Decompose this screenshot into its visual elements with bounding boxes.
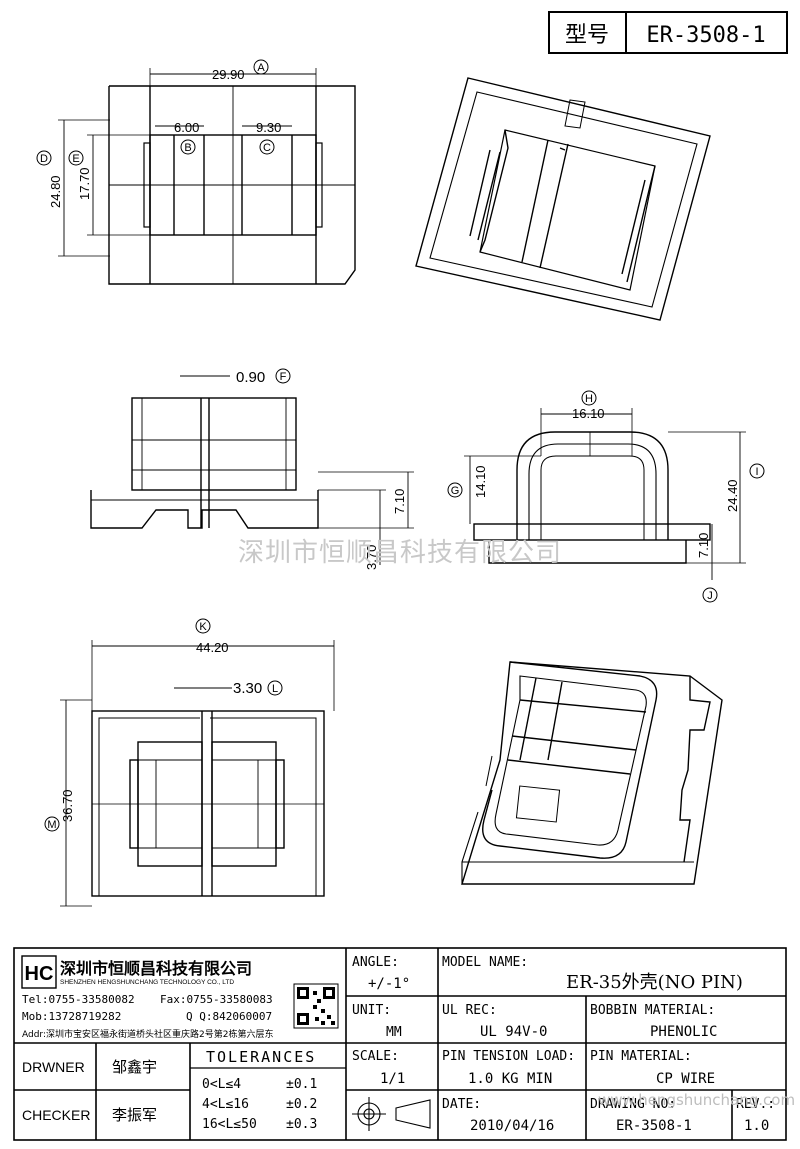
dim-J: 7.10 — [696, 533, 711, 558]
dimension-values: 29.90 6.00 9.30 24.80 17.70 0.90 7.10 3.… — [48, 67, 740, 822]
projection-symbol — [352, 1097, 431, 1131]
dim-L: 3.30 — [233, 680, 262, 697]
model-header-box: 型号 ER-3508-1 — [548, 11, 788, 54]
dim-E: 17.70 — [77, 167, 92, 200]
isometric-view-bottom — [461, 661, 723, 885]
pin-tension-value: 1.0 KG MIN — [468, 1071, 552, 1087]
callout-K: K — [199, 621, 207, 633]
isometric-view-top — [415, 77, 711, 321]
checker-value: 李振军 — [112, 1106, 157, 1124]
company-qq: Q Q:842060007 — [186, 1010, 272, 1023]
company-address: Addr:深圳市宝安区福永街道桥头社区重庆路2号第2栋第六层东 — [22, 1028, 273, 1040]
company-logo: HC — [21, 955, 57, 989]
pin-tension-label: PIN TENSION LOAD: — [442, 1049, 575, 1064]
company-name-en: SHENZHEN HENGSHUNCHANG TECHNOLOGY CO., L… — [60, 979, 234, 986]
tol-range-3: 16<L≤50 — [202, 1117, 257, 1132]
bobbin-label: BOBBIN MATERIAL: — [590, 1003, 715, 1018]
company-name-cn: 深圳市恒顺昌科技有限公司 — [60, 959, 252, 978]
callouts: A B C D E F G H I J K L M — [36, 59, 765, 832]
callout-H: H — [585, 393, 593, 405]
ul-label: UL REC: — [442, 1003, 497, 1018]
angle-label: ANGLE: — [352, 955, 399, 970]
date-label: DATE: — [442, 1097, 481, 1112]
tol-range-2: 4<L≤16 — [202, 1097, 249, 1112]
front-view — [464, 408, 746, 580]
model-name-value: ER-35外壳(NO PIN) — [566, 972, 743, 993]
pin-material-value: CP WIRE — [656, 1071, 715, 1087]
qr-code — [293, 983, 339, 1029]
tol-value-1: ±0.1 — [286, 1077, 317, 1092]
tol-value-3: ±0.3 — [286, 1117, 317, 1132]
callout-E: E — [72, 153, 79, 165]
watermark-url: www.hengshunchang.com — [598, 1091, 796, 1109]
bottom-view — [60, 640, 335, 907]
callout-D: D — [40, 153, 48, 165]
callout-F: F — [280, 371, 287, 383]
top-view — [58, 68, 356, 285]
dim-B: 6.00 — [174, 120, 199, 135]
dim-A: 29.90 — [212, 67, 245, 82]
rev-label: REV.: — [736, 1097, 775, 1112]
model-value: ER-3508-1 — [646, 23, 765, 48]
dim-K: 44.20 — [196, 640, 229, 655]
dim-F: 0.90 — [236, 369, 265, 386]
drawing-no-value: ER-3508-1 — [616, 1118, 692, 1134]
model-label: 型号 — [565, 23, 609, 48]
tol-range-1: 0<L≤4 — [202, 1077, 241, 1092]
scale-value: 1/1 — [380, 1071, 405, 1087]
unit-value: MM — [386, 1025, 402, 1040]
dim-I: 24.40 — [725, 479, 740, 512]
watermark: 深圳市恒顺昌科技有限公司 — [237, 538, 562, 568]
dim-D: 24.80 — [48, 175, 63, 208]
checker-label: CHECKER — [22, 1107, 90, 1123]
dim-side-h2: 3.70 — [364, 545, 379, 570]
angle-value: +/-1° — [368, 976, 410, 992]
drawer-value: 邹鑫宇 — [112, 1058, 157, 1076]
date-value: 2010/04/16 — [470, 1118, 554, 1134]
model-name-label: MODEL NAME: — [442, 955, 528, 970]
pin-material-label: PIN MATERIAL: — [590, 1049, 692, 1064]
bobbin-value: PHENOLIC — [650, 1024, 717, 1040]
callout-G: G — [451, 485, 460, 497]
title-block-text: 深圳市恒顺昌科技有限公司 SHENZHEN HENGSHUNCHANG TECH… — [22, 955, 775, 1134]
svg-text:HC: HC — [25, 963, 54, 985]
callout-A: A — [257, 62, 265, 74]
callout-C: C — [263, 142, 271, 154]
unit-label: UNIT: — [352, 1003, 391, 1018]
callout-J: J — [707, 590, 713, 602]
company-tel: Tel:0755-33580082 — [22, 993, 135, 1006]
dim-H: 16.10 — [572, 406, 605, 421]
dim-M: 36.70 — [60, 789, 75, 822]
company-fax: Fax:0755-33580083 — [160, 993, 273, 1006]
tolerances-label: TOLERANCES — [206, 1048, 316, 1066]
dim-C: 9.30 — [256, 120, 281, 135]
callout-I: I — [755, 466, 758, 478]
scale-label: SCALE: — [352, 1049, 399, 1064]
callout-M: M — [47, 819, 56, 831]
drawer-label: DRWNER — [22, 1059, 85, 1075]
drawing-no-label: DRAWING NO: — [590, 1097, 676, 1112]
rev-value: 1.0 — [744, 1118, 769, 1134]
tol-value-2: ±0.2 — [286, 1097, 317, 1112]
title-block-frame — [13, 947, 787, 1141]
company-mob: Mob:13728719282 — [22, 1010, 121, 1023]
dim-side-h1: 7.10 — [392, 489, 407, 514]
side-view — [90, 375, 414, 565]
callout-B: B — [184, 142, 191, 154]
dim-G: 14.10 — [473, 465, 488, 498]
ul-value: UL 94V-0 — [480, 1024, 547, 1040]
callout-L: L — [272, 683, 278, 695]
